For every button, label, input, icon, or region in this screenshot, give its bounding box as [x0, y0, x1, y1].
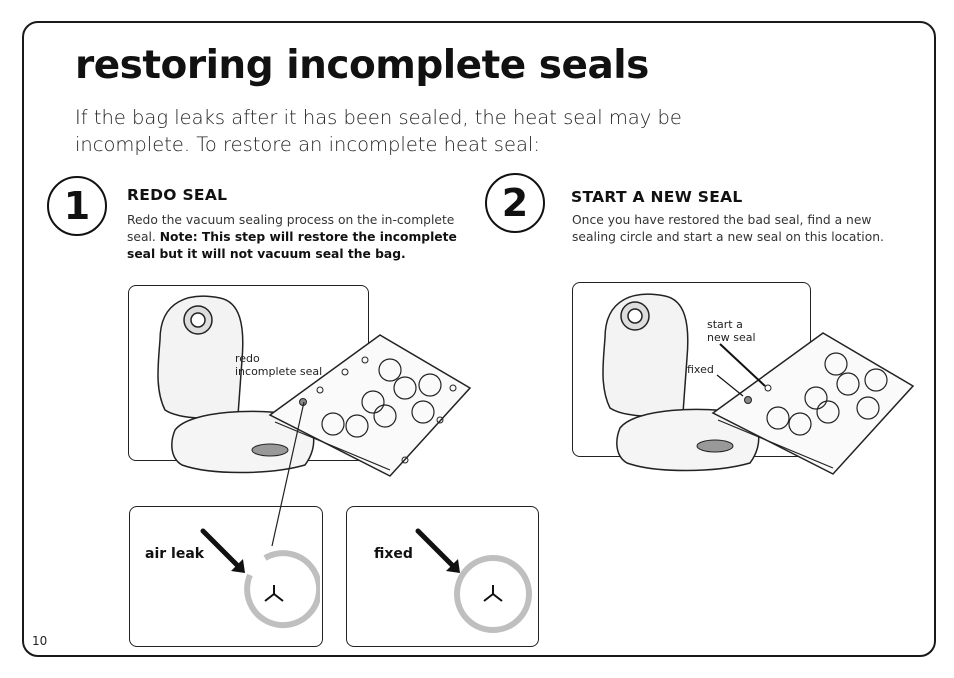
- fixed-arrow-line: [716, 374, 744, 397]
- bag-shape-2: [711, 332, 915, 475]
- fixed-label: fixed: [374, 546, 413, 562]
- air-leak-center-icon: [264, 585, 284, 602]
- step-2-bag-illustration: [711, 332, 915, 475]
- step-1-connector-line: [271, 401, 305, 547]
- sealer-base-shape-2: [616, 408, 760, 472]
- page-frame: [22, 21, 936, 657]
- sealer-base-shape: [171, 410, 315, 474]
- step-1-callout: redo incomplete seal: [235, 352, 322, 378]
- air-leak-detail-box: [129, 506, 323, 647]
- sealer-nozzle-2: [696, 439, 734, 453]
- fixed-arrow-head: [446, 559, 460, 573]
- bag-strawberries: [321, 358, 442, 438]
- step-2-callout-arrows: [716, 343, 766, 397]
- air-leak-illustration: [200, 528, 320, 629]
- intro-text: If the bag leaks after it has been seale…: [75, 106, 682, 156]
- step-2-number: 2: [485, 173, 545, 233]
- bag-seal-line: [274, 421, 391, 471]
- page-number: 10: [32, 634, 48, 648]
- sealer-back-shape: [157, 295, 244, 420]
- bag-fixed-seal-spot: [744, 396, 752, 404]
- bag-new-seal-spot: [764, 384, 772, 392]
- step-2-start-callout: start a new seal: [707, 318, 756, 344]
- fixed-center-icon: [483, 585, 503, 602]
- sealer-button-inner-2: [627, 308, 643, 324]
- sealer-button-inner: [190, 312, 206, 328]
- seal-ring-broken-icon: [244, 550, 320, 629]
- fixed-detail-box: [346, 506, 539, 647]
- page-title: restoring incomplete seals: [75, 43, 649, 88]
- fixed-arrow: [415, 528, 455, 568]
- step-2-body: Once you have restored the bad seal, fin…: [572, 213, 884, 244]
- seal-ring-complete-icon: [454, 555, 532, 633]
- bag-shape: [268, 334, 472, 477]
- bag-sealing-circles: [316, 356, 457, 464]
- step-1-callout-line-1: redo: [235, 352, 260, 365]
- air-leak-label: air leak: [145, 546, 205, 562]
- step-2-start-callout-line-2: new seal: [707, 331, 756, 344]
- step-1-body: Redo the vacuum sealing process on the i…: [127, 212, 457, 263]
- step-1-note: Note: This step will restore the incompl…: [127, 230, 457, 261]
- start-seal-arrow: [719, 343, 766, 387]
- sealer-nozzle: [251, 443, 289, 457]
- step-1-body-text: Redo the vacuum sealing process on the i…: [127, 213, 455, 244]
- step-2-fixed-callout: fixed: [687, 363, 714, 376]
- fixed-illustration: [415, 528, 532, 633]
- step-2-start-callout-line-1: start a: [707, 318, 743, 331]
- air-leak-arrow-head: [231, 559, 245, 573]
- step-1-sealer-illustration: [157, 295, 315, 474]
- step-1-bag-illustration: [268, 334, 472, 477]
- air-leak-arrow: [200, 528, 240, 568]
- step-1-heading: REDO SEAL: [127, 186, 228, 204]
- step-2-heading: START A NEW SEAL: [571, 188, 743, 206]
- step-1-number: 1: [47, 176, 107, 236]
- bag-strawberries-2: [766, 352, 888, 436]
- step-1-callout-line-2: incomplete seal: [235, 365, 323, 378]
- bag-seal-line-2: [717, 419, 834, 469]
- step-2-sealer-illustration: [602, 293, 760, 472]
